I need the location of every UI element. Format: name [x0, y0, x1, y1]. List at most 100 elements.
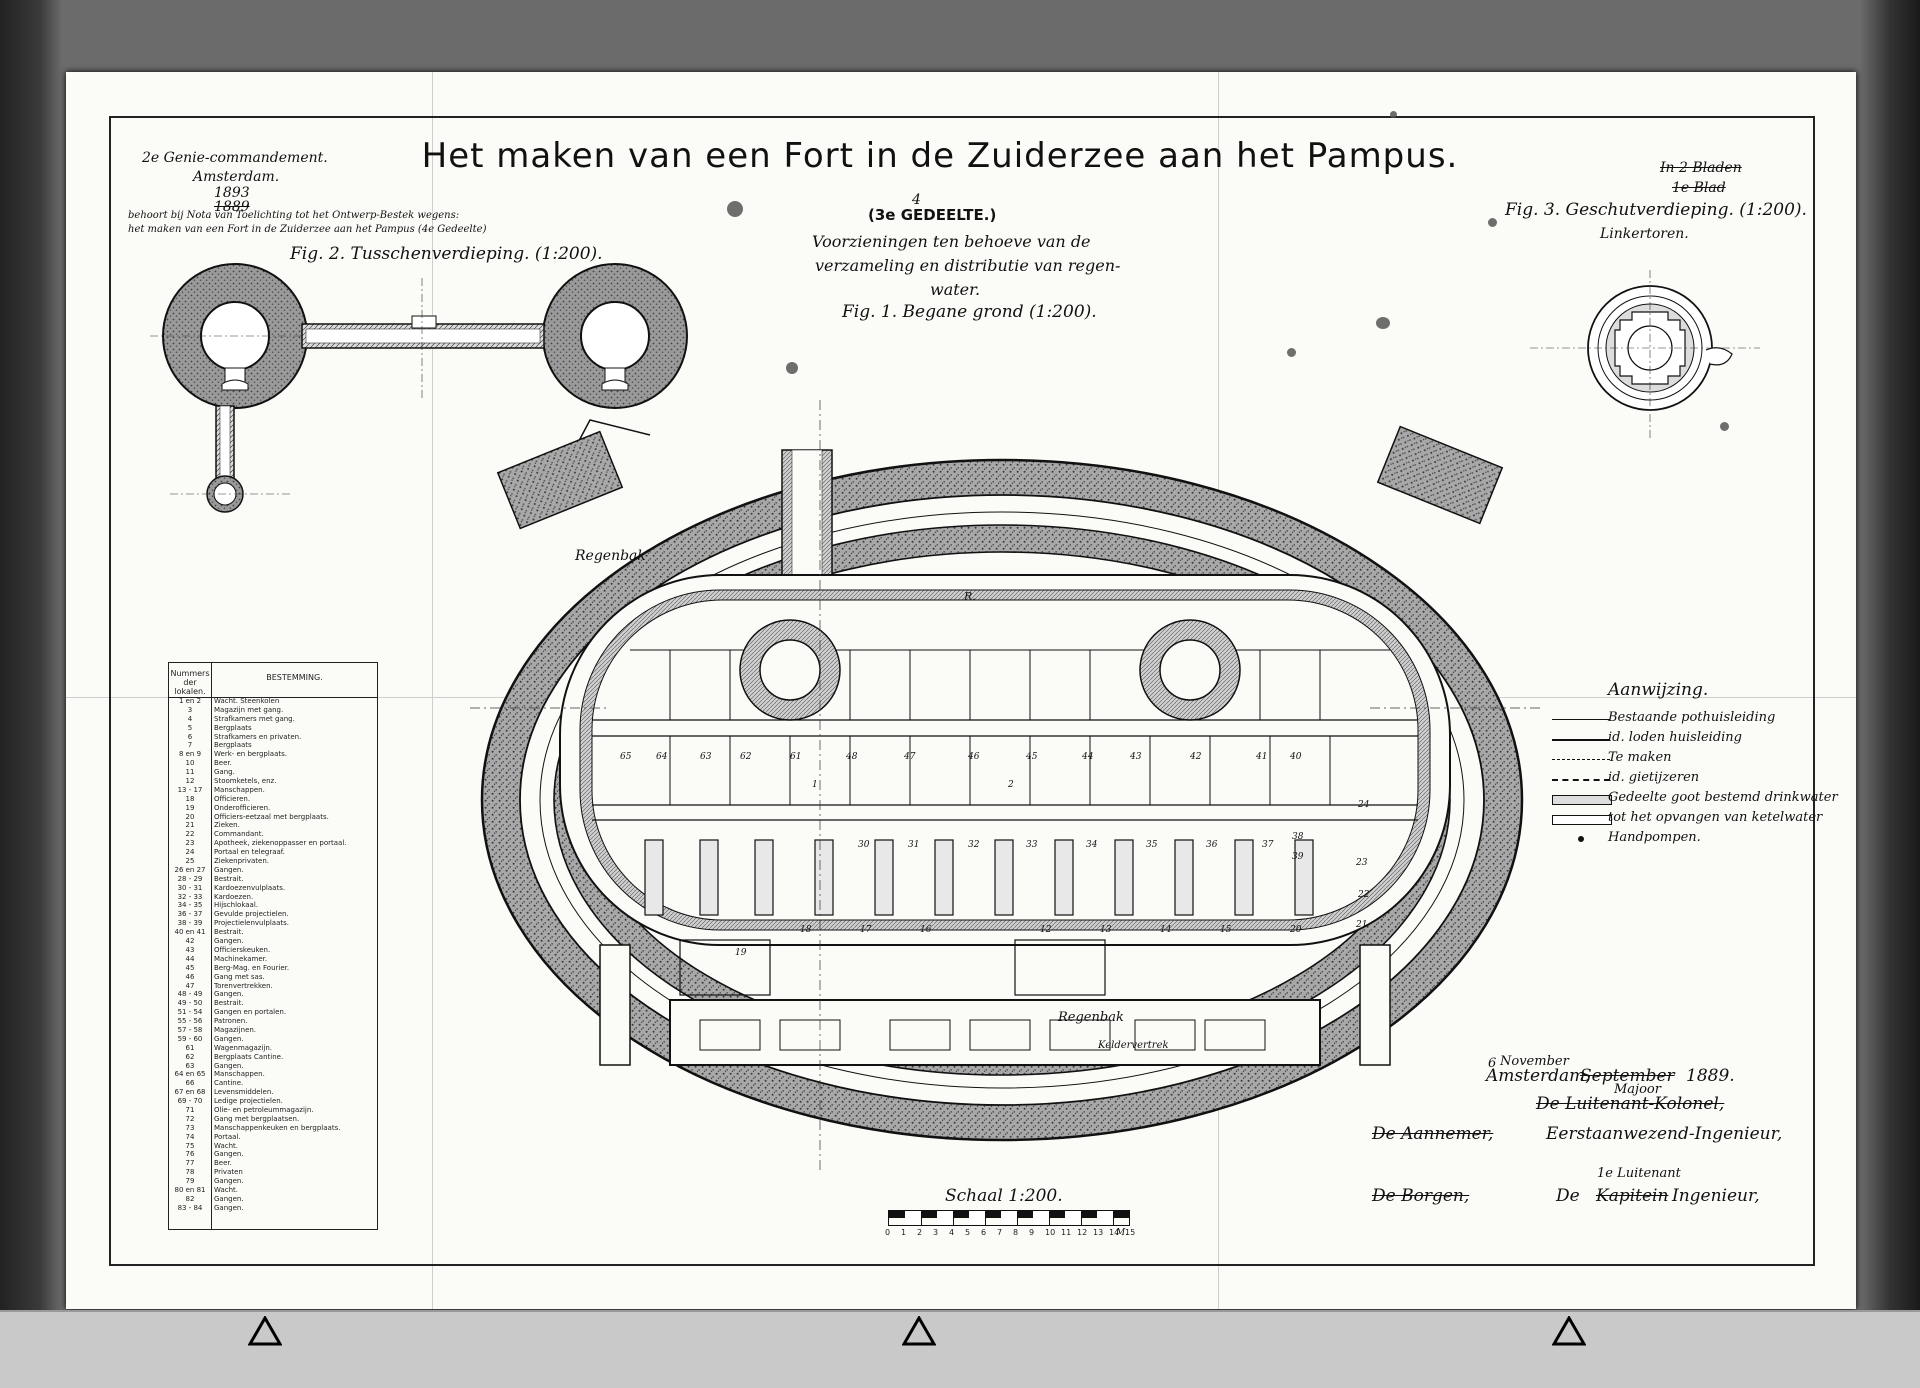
belongs-note-2: het maken van een Fort in de Zuiderzee a… — [128, 224, 487, 235]
scale-tick-label: 11 — [1061, 1228, 1072, 1237]
plan-label-r: R. — [964, 590, 976, 603]
sig-guarantors: De Borgen, — [1372, 1186, 1470, 1206]
scale-segment — [1081, 1211, 1098, 1218]
room-number: 63 — [700, 752, 712, 762]
room-number: 43 — [1130, 752, 1142, 762]
scanner-bed-strip — [0, 1310, 1920, 1388]
room-number: 15 — [1220, 925, 1232, 935]
room-number: 12 — [1040, 925, 1052, 935]
legend-room-purpose: Gang. — [214, 768, 235, 777]
key-line-symbol — [1552, 779, 1610, 781]
legend-room-purpose: Cantine. — [214, 1079, 244, 1088]
room-number: 30 — [858, 840, 870, 850]
scale-label: Schaal 1:200. — [945, 1186, 1063, 1206]
legend-room-number: 78 — [185, 1168, 195, 1177]
legend-room-purpose: Gang met sas. — [214, 972, 265, 981]
scale-segment — [937, 1211, 954, 1225]
scale-segment — [985, 1211, 1002, 1218]
drawing-key: Aanwijzing. Bestaande pothuisleiding id.… — [1552, 680, 1838, 850]
legend-room-number: 51 - 54 — [177, 1008, 203, 1017]
legend-room-number: 38 - 39 — [177, 919, 203, 928]
ink-stain — [727, 201, 743, 217]
scale-tick-label: 13 — [1093, 1228, 1104, 1237]
legend-room-number: 76 — [185, 1150, 195, 1159]
legend-room-number: 80 en 81 — [174, 1185, 206, 1194]
sig-place: Amsterdam, — [1486, 1066, 1591, 1086]
room-number: 17 — [860, 925, 872, 935]
legend-room-number: 5 — [187, 723, 193, 732]
year-new: 1893 — [214, 185, 250, 201]
legend-room-purpose: Strafkamers met gang. — [214, 714, 295, 723]
legend-room-purpose: Stoomketels, enz. — [214, 777, 277, 786]
plan-label-kelder: Keldervertrek — [1098, 1040, 1169, 1051]
legend-room-number: 57 - 58 — [177, 1025, 203, 1034]
room-number: 34 — [1086, 840, 1098, 850]
key-text: Gedeelte goot bestemd drinkwater — [1608, 790, 1838, 805]
legend-room-purpose: Gangen. — [214, 1177, 244, 1186]
plan-label-regenbak: Regenbak — [575, 548, 646, 564]
description-line-1: Voorzieningen ten behoeve van de — [812, 232, 1091, 251]
key-line-symbol — [1552, 739, 1610, 741]
legend-room-purpose: Officierskeuken. — [214, 945, 271, 954]
key-title: Aanwijzing. — [1608, 680, 1709, 700]
legend-room-purpose: Bergplaats Cantine. — [214, 1052, 284, 1061]
legend-room-number: 62 — [185, 1052, 195, 1061]
room-number: 31 — [908, 840, 920, 850]
command-label: 2e Genie-commandement. — [142, 150, 328, 166]
drawing-frame — [109, 116, 1815, 1266]
fig3-gun-floor-plan — [1530, 270, 1760, 440]
part-label: (3e GEDEELTE.) — [868, 206, 997, 224]
room-number: 48 — [846, 752, 858, 762]
legend-room-purpose: Projectielenvulplaats. — [214, 919, 289, 928]
plan-label-regenbak-2: Regenbak — [1058, 1010, 1124, 1025]
fig1-ground-floor-plan — [470, 400, 1540, 1170]
legend-room-number: 1 en 2 — [178, 697, 202, 705]
legend-room-purpose: Berg-Mag. en Fourier. — [214, 963, 290, 972]
legend-room-purpose: Gangen. — [214, 937, 244, 946]
sig-role-2: Ingenieur, — [1672, 1186, 1760, 1206]
legend-room-number: 83 - 84 — [177, 1203, 203, 1212]
sig-role-1: Eerstaanwezend-Ingenieur, — [1546, 1124, 1783, 1144]
triangle-marker-icon — [902, 1316, 936, 1346]
room-number: 38 — [1292, 832, 1304, 842]
scale-segment — [1049, 1211, 1066, 1218]
legend-room-number: 43 — [185, 945, 195, 954]
legend-room-purpose: Gevulde projectielen. — [214, 910, 289, 919]
room-number: 35 — [1146, 840, 1158, 850]
legend-room-purpose: Magazijn met gang. — [214, 705, 284, 714]
legend-room-number: 67 en 68 — [174, 1088, 206, 1097]
key-text: tot het opvangen van ketelwater — [1608, 810, 1823, 825]
scale-tick-label: 7 — [997, 1228, 1003, 1237]
legend-room-purpose: Bestrait. — [214, 999, 244, 1008]
legend-room-number: 48 - 49 — [177, 990, 203, 999]
legend-row: 38 - 39 Projectielenvulplaats. — [169, 919, 377, 928]
triangle-marker-icon — [248, 1316, 282, 1346]
scale-tick-label: 12 — [1077, 1228, 1088, 1237]
sheet-count: In 2 Bladen — [1660, 160, 1742, 176]
legend-room-purpose: Magazijnen. — [214, 1025, 257, 1034]
scale-segment — [905, 1211, 922, 1225]
legend-room-purpose: Apotheek, ziekenoppasser en portaal. — [214, 839, 347, 848]
ink-stain — [1376, 317, 1390, 329]
legend-room-purpose: Ledige projectielen. — [214, 1097, 283, 1106]
key-row: tot het opvangen van ketelwater — [1552, 810, 1822, 828]
legend-room-purpose: Wacht. Steenkolen — [214, 697, 280, 705]
legend-room-number: 25 — [185, 857, 195, 866]
